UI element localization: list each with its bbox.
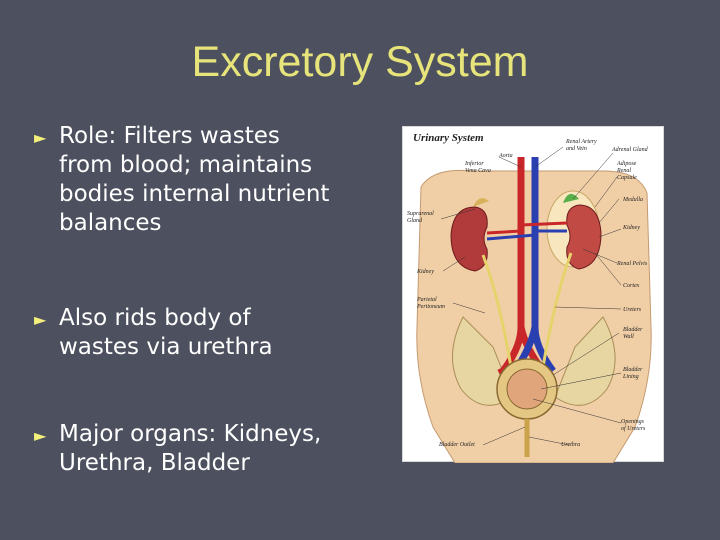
bullet-line: wastes via urethra: [59, 334, 273, 360]
leader-line: [532, 398, 622, 424]
bullet-arrow-icon: ►: [34, 426, 47, 445]
bullet-text: Major organs: Kidneys, Urethra, Bladder: [59, 420, 379, 478]
bullet-line: Major organs: Kidneys,: [59, 421, 322, 447]
bullet-text: Role: Filters wastes from blood; maintai…: [59, 122, 379, 238]
label-inferior-vena-cava: Inferior Vena Cava: [465, 161, 491, 174]
bullet-line: balances: [59, 210, 162, 236]
label-openings-of-ureters: Openings of Ureters: [621, 419, 646, 432]
leader-lines: [440, 146, 622, 446]
figure-caption: Urinary System: [413, 132, 484, 144]
leader-line: [528, 436, 570, 446]
label-adipose-capsule: Adipose Renal Capsule: [617, 161, 637, 181]
bullet-line: Urethra, Bladder: [59, 450, 250, 476]
leader-line: [498, 156, 522, 168]
label-kidney-right: Kidney: [417, 269, 434, 275]
leader-line: [552, 332, 620, 376]
bullet-line: Also rids body of: [59, 305, 251, 331]
renal-vein-right: [486, 233, 536, 241]
label-bladder-wall: Bladder Wall: [623, 327, 643, 340]
bullet-text: Also rids body of wastes via urethra: [59, 304, 379, 362]
leader-line: [594, 176, 618, 208]
leader-line: [554, 306, 622, 310]
label-renal-artery: Renal Artery and Vein: [566, 139, 597, 152]
adrenal-left: [563, 193, 579, 203]
bullet-line: from blood; maintains: [59, 152, 313, 178]
ureter-left: [541, 252, 573, 368]
label-kidney-left: Kidney: [623, 225, 640, 231]
label-parietal-peritoneum: Parietal Peritoneum: [417, 297, 445, 310]
leader-line: [440, 208, 476, 220]
urinary-system-drawing: [416, 146, 652, 463]
renal-artery-right: [486, 229, 522, 235]
label-suprarenal-gland: Suprarenal Gland: [407, 211, 434, 224]
bladder-lining: [506, 368, 548, 410]
bullet-arrow-icon: ►: [34, 128, 47, 147]
bullet-line: bodies internal nutrient: [59, 181, 330, 207]
label-renal-pelvis: Renal Pelvis: [617, 261, 648, 267]
leader-line: [598, 198, 620, 224]
label-aorta: Aorta: [499, 153, 513, 159]
renal-artery-left: [520, 221, 568, 227]
leader-line: [482, 426, 526, 446]
label-bladder-outlet: Bladder Outlet: [439, 442, 475, 448]
label-urethra: Urethra: [561, 442, 581, 448]
ureter-right: [481, 254, 513, 368]
slide-title: Excretory System: [191, 38, 529, 86]
leader-line: [572, 152, 614, 200]
label-bladder-lining: Bladder Lining: [623, 367, 643, 380]
label-adrenal-gland: Adrenal Gland: [612, 147, 648, 153]
bullet-line: Role: Filters wastes: [59, 123, 280, 149]
leader-line: [534, 146, 564, 168]
adrenal-right: [473, 198, 489, 207]
label-medulla: Medulla: [623, 197, 643, 203]
leader-line: [594, 252, 622, 286]
label-ureters: Ureters: [623, 307, 642, 313]
bullet-arrow-icon: ►: [34, 310, 47, 329]
label-cortex: Cortex: [623, 283, 640, 289]
leader-line: [452, 302, 486, 314]
urinary-system-illustration: Urinary System Renal Artery and Vein Aor…: [402, 126, 664, 463]
leader-line: [582, 248, 618, 264]
leader-line: [598, 228, 622, 238]
leader-line: [540, 372, 622, 390]
leader-line: [442, 256, 466, 272]
